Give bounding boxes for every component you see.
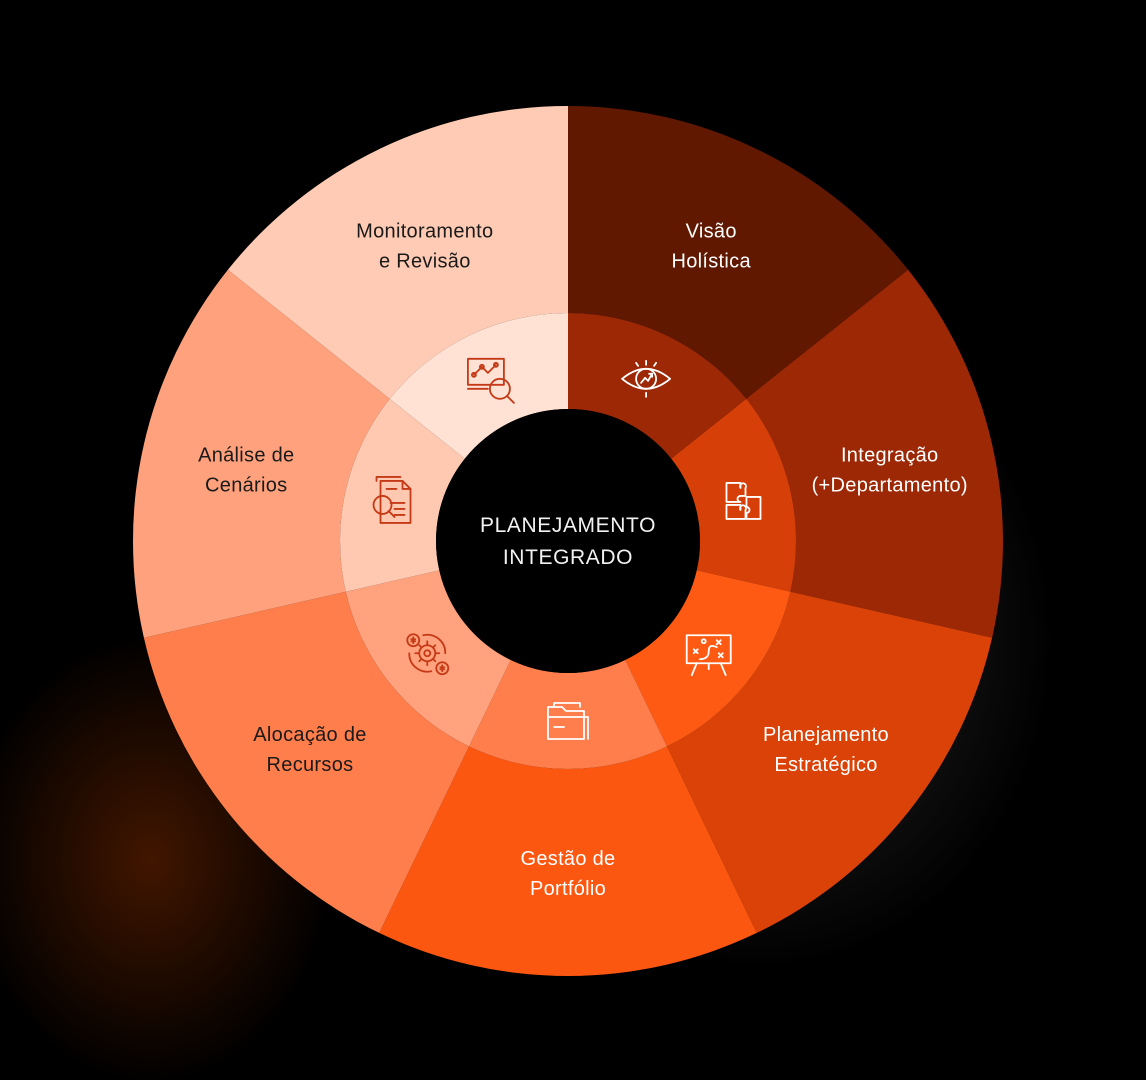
outer-segment-integracao [746, 269, 1003, 638]
center-title-line1: PLANEJAMENTO [480, 514, 656, 537]
outer-segment-visao-holistica [568, 106, 909, 399]
eye-chart-icon [621, 359, 671, 398]
segment-label-planejamento-estrategico-line2: Estratégico [774, 754, 877, 776]
folder-icon [547, 702, 589, 740]
inner-segment-analise-cenarios [340, 398, 465, 592]
segment-label-analise-cenarios-line2: Cenários [205, 475, 287, 497]
segment-label-analise-cenarios-line1: Análise de [198, 445, 294, 467]
outer-segment-planejamento-estrategico [666, 591, 993, 933]
center-title-line2: INTEGRADO [503, 546, 633, 569]
segment-label-alocacao-recursos-line1: Alocação de [253, 724, 366, 746]
segment-label-monitoramento-revisao-line2: e Revisão [379, 251, 471, 273]
segment-label-integracao-line1: Integração [841, 445, 939, 467]
outer-segment-analise-cenarios [132, 269, 390, 638]
segment-label-visao-holistica-line1: Visão [686, 221, 737, 243]
puzzle-icon [725, 482, 762, 520]
segment-label-gestao-portfolio-line1: Gestão de [521, 848, 616, 870]
inner-segment-monitoramento-revisao [389, 313, 568, 459]
segment-label-alocacao-recursos-line2: Recursos [267, 754, 354, 776]
inner-segment-planejamento-estrategico [625, 570, 791, 747]
segment-label-integracao-line2: (+Departamento) [812, 475, 968, 497]
outer-segment-alocacao-recursos [143, 591, 470, 933]
segment-label-monitoramento-revisao-line1: Monitoramento [356, 221, 493, 243]
segment-label-planejamento-estrategico-line1: Planejamento [763, 724, 889, 746]
gear-money-icon [406, 633, 450, 676]
inner-segment-integracao [671, 398, 797, 592]
inner-segment-gestao-portfolio [469, 659, 667, 769]
outer-segment-monitoramento-revisao [227, 106, 568, 399]
center-circle [436, 409, 700, 673]
document-search-icon [372, 476, 412, 524]
outer-segment-gestao-portfolio [379, 746, 757, 976]
segment-label-visao-holistica-line2: Holística [671, 251, 751, 273]
inner-segment-alocacao-recursos [345, 570, 511, 747]
monitor-search-icon [467, 357, 515, 404]
segment-label-gestao-portfolio-line2: Portfólio [530, 878, 606, 900]
segment-icons [372, 357, 762, 740]
outer-ring [132, 106, 1003, 976]
strategy-board-icon [685, 634, 732, 677]
